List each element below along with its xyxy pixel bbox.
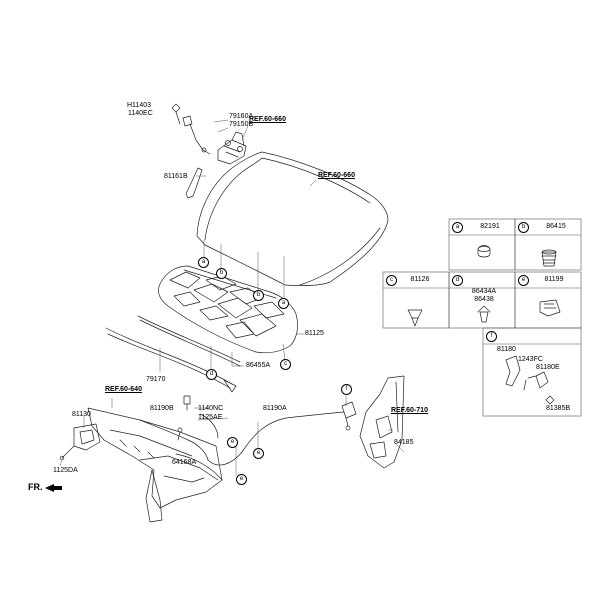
callout-b-hood-right[interactable]: b xyxy=(253,290,264,301)
part-64168a: 64168A xyxy=(172,459,197,466)
hood-stay-parts xyxy=(171,103,211,199)
ref-60-660-hood[interactable]: REF.60-660 xyxy=(318,172,355,179)
ref-60-640[interactable]: REF.60-640 xyxy=(105,386,142,393)
legend-c-circle: c xyxy=(386,275,397,286)
legend-b-circle: b xyxy=(518,222,529,233)
part-81190a: 81190A xyxy=(263,405,287,412)
hood-latch xyxy=(59,423,101,461)
legend-c-part: 81126 xyxy=(410,276,430,283)
callout-c-insulator[interactable]: c xyxy=(280,359,291,370)
release-handle xyxy=(341,401,357,431)
legend-f-81180e: 81180E xyxy=(536,364,560,371)
legend-f-circle: f xyxy=(486,331,497,342)
callout-e-cable-1[interactable]: e xyxy=(227,437,238,448)
front-arrow xyxy=(45,484,62,492)
legend-f-81180: 81180 xyxy=(497,346,516,353)
hood-release-cable xyxy=(139,411,345,481)
part-79170: 79170 xyxy=(146,376,166,383)
callout-f-panel[interactable]: f xyxy=(341,384,352,395)
legend-d-part2: 86438 xyxy=(474,296,494,303)
part-1125ae: 1125AE xyxy=(198,414,223,421)
legend-a-circle: a xyxy=(452,222,463,233)
part-79160a: 79160A xyxy=(229,113,254,120)
legend-part-81180 xyxy=(505,355,555,405)
part-1140ec: 1140EC xyxy=(128,110,153,117)
callout-a-hood-left[interactable]: a xyxy=(198,257,209,268)
legend-e-circle: e xyxy=(518,275,529,286)
legend-part-81199 xyxy=(539,299,561,317)
legend-d-circle: d xyxy=(452,275,463,286)
part-81190b: 81190B xyxy=(150,405,174,412)
hood-weatherstrip xyxy=(105,315,241,393)
legend-f-1243fc: 1243FC xyxy=(518,356,543,363)
legend-part-86415 xyxy=(541,249,557,267)
part-79150b: 79150B xyxy=(229,121,254,128)
part-81125: 81125 xyxy=(305,330,324,337)
front-end-module xyxy=(87,407,223,523)
legend-f-81385b: 81385B xyxy=(546,405,571,412)
legend-part-82191 xyxy=(477,245,491,258)
callout-d-insulator[interactable]: d xyxy=(206,369,217,380)
ref-60-660-hinge[interactable]: REF.60-660 xyxy=(249,116,286,123)
callout-e-cable-3[interactable]: e xyxy=(236,474,247,485)
part-1125da: 1125DA xyxy=(53,467,78,474)
part-84185: 84185 xyxy=(394,439,414,446)
leader-lines xyxy=(59,119,405,476)
hood-insulator xyxy=(158,265,298,354)
callout-e-cable-2[interactable]: e xyxy=(253,448,264,459)
legend-part-86434a xyxy=(477,305,491,323)
ref-60-710[interactable]: REF.60-710 xyxy=(391,407,428,414)
legend-b-part: 86415 xyxy=(546,223,566,230)
legend-a-part: 82191 xyxy=(480,223,500,230)
part-1140nc: 1140NC xyxy=(198,405,224,412)
hood-hinge xyxy=(217,131,247,165)
legend-e-part: 81199 xyxy=(544,276,564,283)
legend-table xyxy=(382,218,582,417)
callout-a-hood-right[interactable]: a xyxy=(278,298,289,309)
callout-b-hood-left[interactable]: b xyxy=(216,268,227,279)
part-81130: 81130 xyxy=(72,411,91,418)
front-label: FR. xyxy=(28,482,43,492)
part-h11403: H11403 xyxy=(127,102,152,109)
legend-d-part1: 86434A xyxy=(471,288,497,295)
part-81161b: 81161B xyxy=(164,173,188,180)
legend-part-81126 xyxy=(407,309,423,327)
side-panel xyxy=(359,375,405,469)
part-86455a: 86455A xyxy=(246,362,271,369)
hood-panel xyxy=(196,151,389,286)
